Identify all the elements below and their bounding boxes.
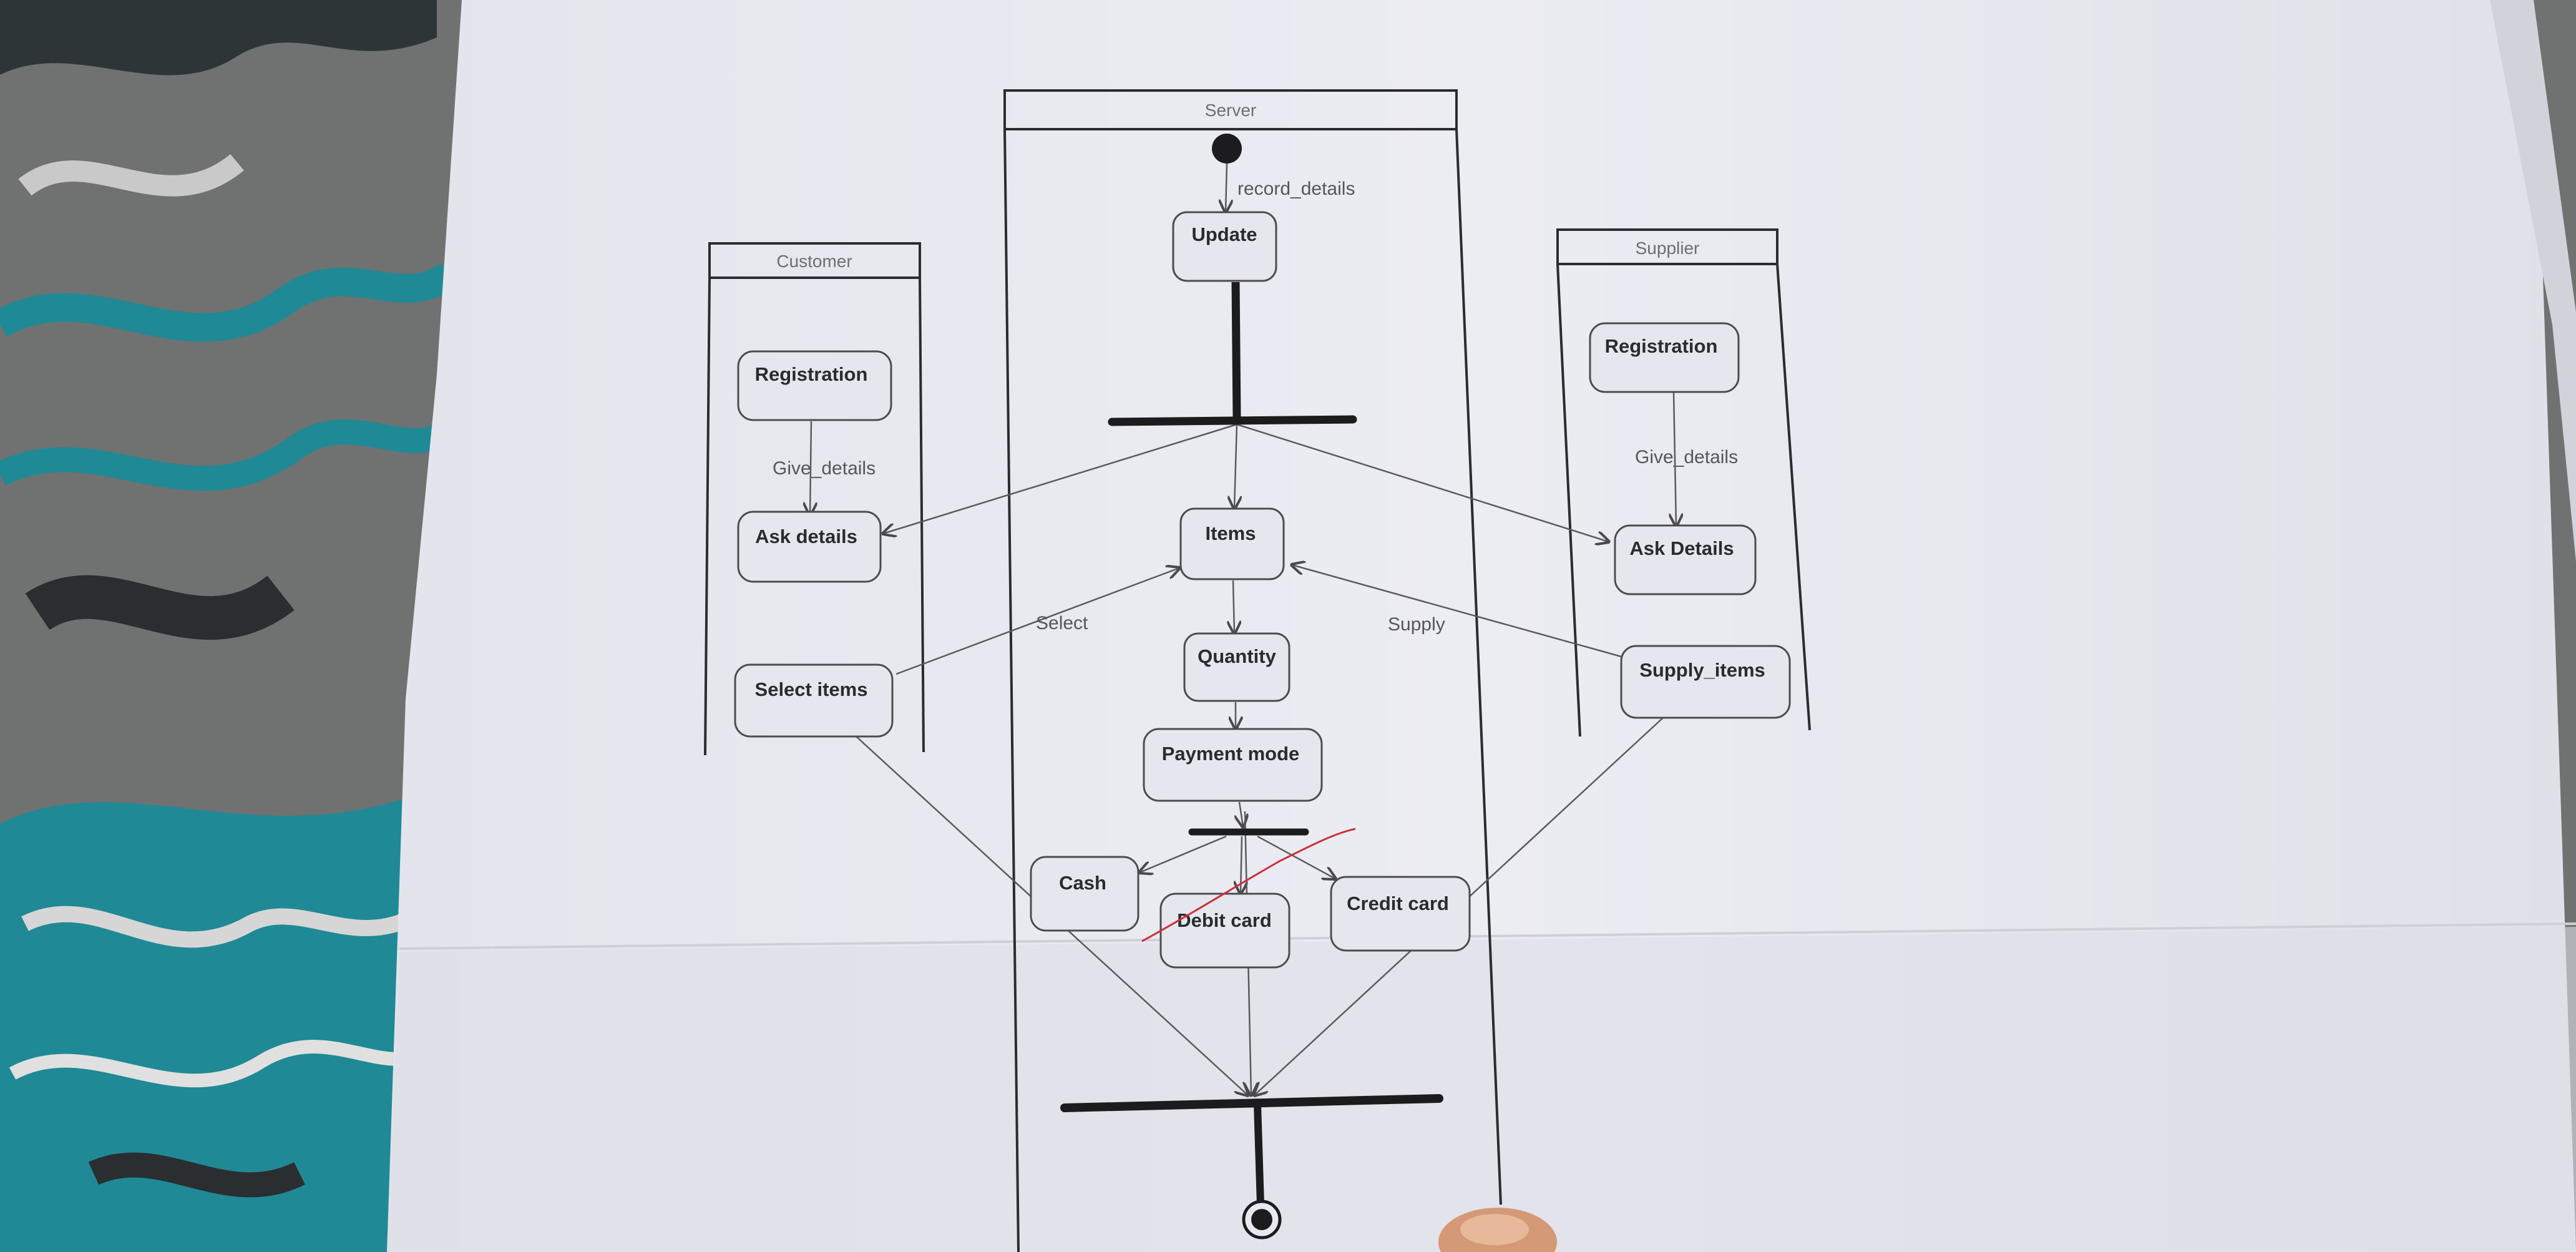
paper-sheet — [387, 0, 2576, 1252]
lane-supplier: Supplier — [1556, 228, 1811, 737]
final-node-icon — [1242, 1200, 1282, 1240]
svg-text:Ask Details: Ask Details — [1629, 537, 1734, 559]
svg-text:Ask details: Ask details — [755, 526, 857, 547]
edge-label-supply: Supply — [1388, 614, 1445, 635]
node-debit-card: Debit card — [1159, 893, 1290, 969]
node-select-items: Select items — [734, 663, 894, 738]
svg-text:Payment mode: Payment mode — [1162, 743, 1300, 765]
node-update: Update — [1172, 211, 1277, 282]
edges — [810, 163, 1676, 1205]
svg-text:Registration: Registration — [755, 363, 868, 385]
node-supplier-ask-details: Ask Details — [1614, 524, 1757, 595]
svg-text:Registration: Registration — [1605, 335, 1718, 357]
svg-text:Credit card: Credit card — [1347, 893, 1449, 914]
red-pen-scribble — [1141, 828, 1356, 942]
carpet-background — [0, 0, 474, 1252]
svg-text:Cash: Cash — [1059, 872, 1106, 894]
svg-text:Update: Update — [1191, 223, 1257, 245]
node-supply-items: Supply_items — [1620, 645, 1791, 719]
node-quantity: Quantity — [1183, 632, 1290, 702]
lane-title-customer: Customer — [776, 252, 852, 271]
edge-label-supplier-give-details: Give_details — [1635, 447, 1738, 467]
lane-server: Server — [1003, 89, 1502, 1252]
node-payment-mode: Payment mode — [1143, 728, 1323, 802]
node-customer-ask-details: Ask details — [737, 511, 882, 583]
node-credit-card: Credit card — [1330, 876, 1471, 952]
edge-label-record-details: record_details — [1237, 179, 1355, 199]
svg-text:Items: Items — [1206, 522, 1256, 544]
node-customer-registration: Registration — [737, 350, 892, 421]
join-bar-final — [1060, 1094, 1443, 1112]
svg-text:Quantity: Quantity — [1198, 645, 1276, 667]
node-items: Items — [1179, 507, 1285, 580]
lane-title-server: Server — [1205, 100, 1256, 120]
edge-label-customer-give-details: Give_details — [773, 458, 876, 479]
initial-node-icon — [1212, 134, 1242, 164]
fork-bar-update — [1108, 415, 1357, 426]
svg-text:Supply_items: Supply_items — [1639, 659, 1765, 681]
lane-title-supplier: Supplier — [1636, 238, 1700, 258]
node-supplier-registration: Registration — [1589, 322, 1740, 393]
edge-label-select: Select — [1036, 613, 1088, 633]
svg-text:Select items: Select items — [755, 678, 868, 700]
lane-customer: Customer — [704, 242, 925, 756]
node-cash: Cash — [1030, 856, 1139, 932]
